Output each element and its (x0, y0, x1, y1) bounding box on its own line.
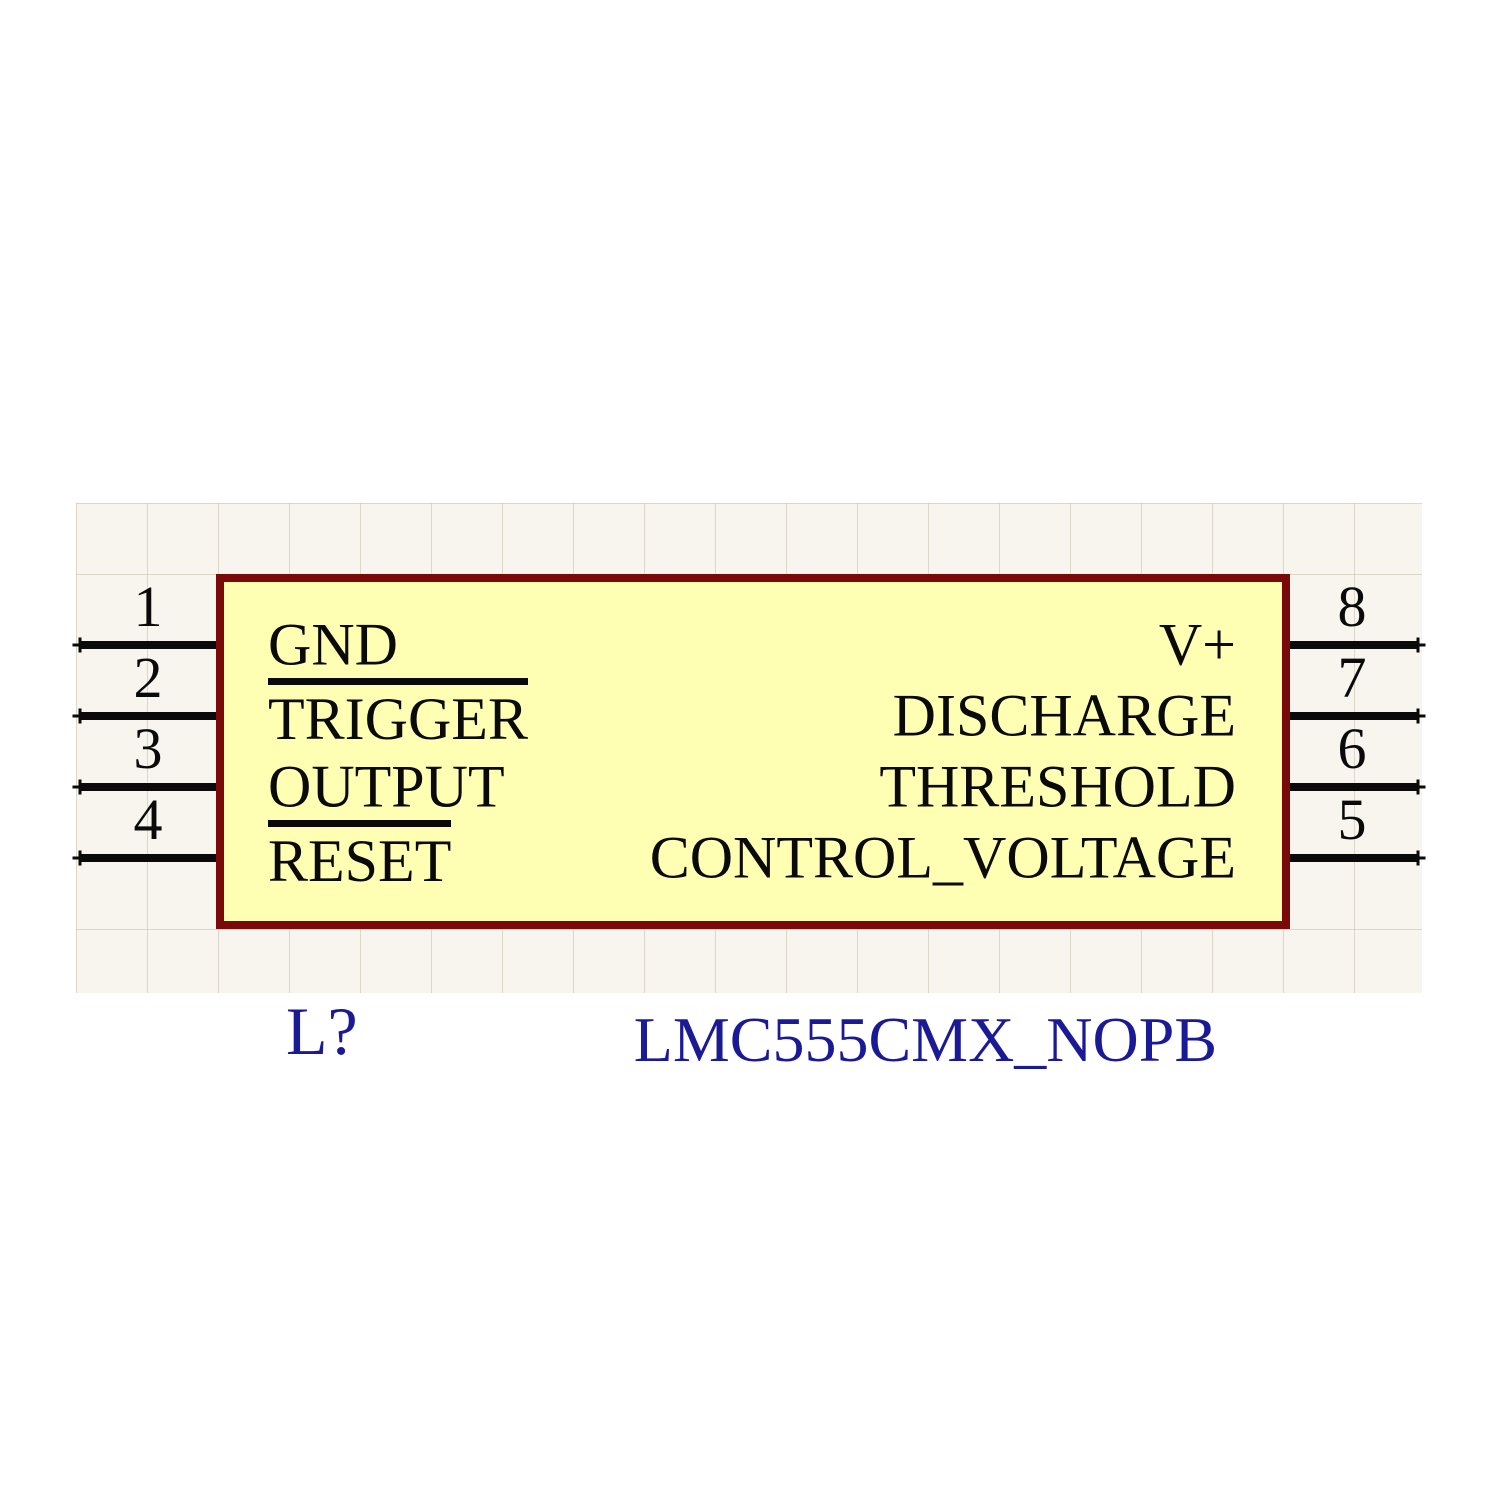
pin-hotspot-cross-icon (1410, 779, 1426, 795)
pin-line-1[interactable] (72, 637, 216, 653)
pin-name-reset: RESET (268, 820, 452, 896)
pin-number-2: 2 (133, 645, 163, 710)
pin-name-trigger: TRIGGER (268, 678, 528, 754)
pin-hotspot-cross-icon (1410, 850, 1426, 866)
pin-name-control-voltage: CONTROL_VOLTAGE (650, 824, 1236, 893)
pin-number-1: 1 (133, 574, 163, 639)
pin-name-text: THRESHOLD (879, 753, 1236, 820)
pin-name-v-: V+ (1159, 611, 1236, 680)
pin-line-3[interactable] (72, 779, 216, 795)
pin-number-3: 3 (133, 716, 163, 781)
pin-line-6[interactable] (1290, 779, 1426, 795)
pin-line-8[interactable] (1290, 637, 1426, 653)
pin-name-text: GND (268, 611, 398, 678)
pin-name-text: CONTROL_VOLTAGE (649, 824, 1236, 891)
pin-number-8: 8 (1337, 574, 1367, 639)
component-part-number[interactable]: LMC555CMX_NOPB (633, 1004, 1217, 1075)
pin-hotspot-cross-icon (1410, 637, 1426, 653)
pin-name-output: OUTPUT (268, 753, 505, 822)
pin-line-4[interactable] (72, 850, 216, 866)
pin-hotspot-cross-icon (72, 708, 88, 724)
pin-name-gnd: GND (268, 611, 398, 680)
pin-hotspot-cross-icon (72, 637, 88, 653)
pin-name-discharge: DISCHARGE (893, 682, 1236, 751)
pin-number-5: 5 (1337, 787, 1367, 852)
pin-number-6: 6 (1337, 716, 1367, 781)
pin-name-text: TRIGGER (268, 678, 528, 754)
component-designator[interactable]: L? (286, 993, 358, 1069)
pin-name-text: OUTPUT (268, 753, 505, 820)
pin-line-7[interactable] (1290, 708, 1426, 724)
pin-name-text: V+ (1158, 611, 1236, 678)
pin-hotspot-cross-icon (72, 779, 88, 795)
pin-number-7: 7 (1337, 645, 1367, 710)
pin-number-4: 4 (133, 787, 163, 852)
pin-hotspot-cross-icon (72, 850, 88, 866)
pin-line-2[interactable] (72, 708, 216, 724)
pin-name-text: DISCHARGE (892, 682, 1236, 749)
pin-name-text: RESET (268, 820, 452, 896)
pin-name-threshold: THRESHOLD (879, 753, 1236, 822)
pin-line-5[interactable] (1290, 850, 1426, 866)
pin-hotspot-cross-icon (1410, 708, 1426, 724)
